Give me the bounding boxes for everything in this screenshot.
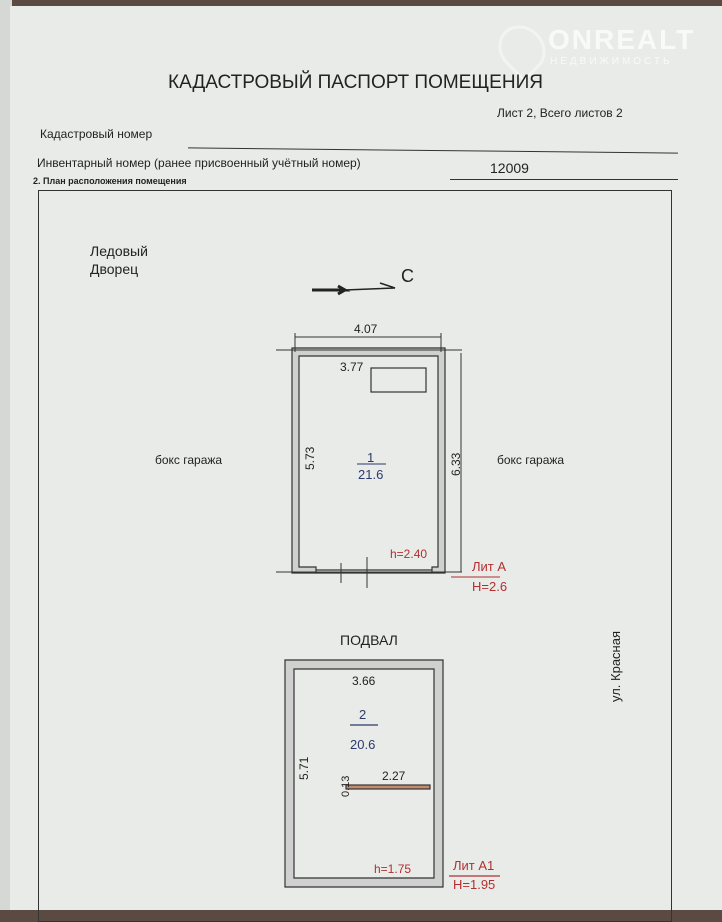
basement-step-width: 0.13 [340, 775, 352, 797]
floor1-inner-width: 3.77 [340, 360, 364, 374]
floor1-inner-height: h=2.40 [390, 547, 428, 561]
cadastral-number-label: Кадастровый номер [40, 127, 153, 141]
watermark-brand: ONREALT [548, 24, 696, 55]
basement-lit: Лит А1 [453, 858, 495, 873]
basement-title: ПОДВАЛ [340, 632, 398, 648]
section-heading-text: 2. План расположения помещения [33, 176, 187, 186]
floor1-walls [291, 347, 446, 574]
inventory-number-line [450, 179, 678, 180]
left-neighbor-label: бокс гаража [155, 453, 223, 467]
watermark-tagline: НЕДВИЖИМОСТЬ [550, 56, 673, 67]
basement-inner-length: 5.71 [297, 756, 311, 780]
inventory-number-value: 12009 [490, 160, 529, 176]
document-title: КАДАСТРОВЫЙ ПАСПОРТ ПОМЕЩЕНИЯ [168, 72, 543, 93]
sheet-number: Лист 2, Всего листов 2 [497, 106, 623, 120]
north-arrow-icon [312, 282, 396, 296]
basement-inner-width: 3.66 [352, 674, 376, 688]
room2-number: 2 [359, 707, 367, 722]
floor1-inner-length: 5.73 [303, 446, 317, 470]
previous-page-edge [0, 0, 12, 910]
room1-area: 21.6 [358, 467, 384, 482]
floor1-dimension-lines [276, 333, 500, 588]
north-label: С [401, 266, 414, 286]
basement-inner-height: h=1.75 [374, 862, 412, 876]
room1-number: 1 [367, 450, 375, 465]
floor1-lit: Лит А [472, 559, 507, 574]
basement-walls [284, 659, 500, 888]
document-page [10, 6, 722, 910]
basement-step-length: 2.27 [382, 769, 406, 783]
basement-outer-height: H=1.95 [453, 877, 496, 892]
floor1-outer-length: 6.33 [449, 452, 463, 476]
right-neighbor-label: бокс гаража [497, 453, 565, 467]
inventory-number-label: Инвентарный номер (ранее присвоенный учё… [37, 156, 361, 170]
floor1-outer-width: 4.07 [354, 322, 378, 336]
neighbor-ice-palace-line2: Дворец [90, 261, 139, 277]
floor1-outer-height: H=2.6 [472, 579, 508, 594]
room2-area: 20.6 [350, 737, 376, 752]
neighbor-ice-palace-line1: Ледовый [90, 243, 148, 259]
